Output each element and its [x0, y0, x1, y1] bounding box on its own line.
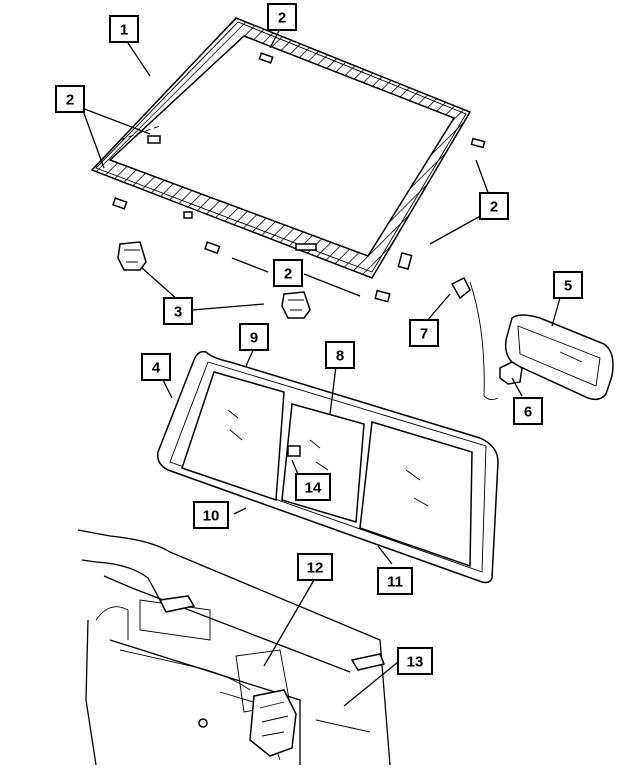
callout-c2d: 2: [273, 259, 303, 287]
callout-box: [409, 319, 439, 347]
callout-c9: 9: [239, 323, 269, 351]
callout-box: [163, 297, 193, 325]
callout-c3: 3: [163, 297, 193, 325]
callout-number: 11: [387, 574, 403, 591]
callout-c5: 5: [553, 271, 583, 299]
callout-number: 2: [284, 266, 292, 283]
mirror-bracket-right: [281, 291, 311, 319]
callout-box: [297, 553, 333, 581]
slider-latch: [287, 445, 301, 457]
callout-number: 10: [203, 508, 220, 525]
callout-number: 12: [307, 560, 324, 577]
callout-c13: 13: [397, 647, 433, 675]
mirror-sensor: [450, 276, 471, 300]
callout-number: 2: [278, 10, 286, 27]
callout-number: 2: [66, 92, 74, 109]
callout-c6: 6: [513, 397, 543, 425]
callout-box: [397, 647, 433, 675]
windshield-clips: [112, 52, 486, 303]
callout-number: 14: [305, 480, 322, 497]
windshield-glass: [90, 17, 472, 279]
callout-c4: 4: [141, 353, 171, 381]
cab-back-panel: [77, 529, 391, 766]
callout-box: [193, 501, 229, 529]
window-motor: [198, 689, 297, 757]
callout-number: 7: [420, 326, 428, 343]
callout-c10: 10: [193, 501, 229, 529]
callout-box: [295, 473, 331, 501]
back-window-slider-glass: [281, 403, 365, 523]
callout-number: 6: [524, 404, 532, 421]
callout-c14: 14: [295, 473, 331, 501]
mirror-bracket-left: [117, 241, 147, 271]
callout-box: [109, 15, 139, 43]
callout-c7: 7: [409, 319, 439, 347]
back-window-right-glass: [359, 421, 473, 568]
callout-box: [55, 85, 85, 113]
callout-c8: 8: [325, 341, 355, 369]
callout-number: 9: [250, 330, 258, 347]
callout-box: [479, 192, 509, 220]
callout-box: [141, 353, 171, 381]
callout-c12: 12: [297, 553, 333, 581]
callout-box: [239, 323, 269, 351]
callout-c1: 1: [109, 15, 139, 43]
callout-number: 8: [336, 348, 344, 365]
callout-number: 5: [564, 278, 572, 295]
callout-c2c: 2: [479, 192, 509, 220]
callout-box: [325, 341, 355, 369]
callout-number: 13: [407, 654, 424, 671]
rearview-mirror: [504, 314, 614, 401]
callout-box: [513, 397, 543, 425]
callout-box: [267, 3, 297, 31]
back-window-left-glass: [181, 371, 285, 502]
callout-number: 3: [174, 304, 182, 321]
mirror-mount: [469, 281, 523, 401]
callout-number: 1: [120, 22, 128, 39]
callout-c2b: 2: [55, 85, 85, 113]
callout-c2a: 2: [267, 3, 297, 31]
callout-number: 2: [490, 199, 498, 216]
callout-box: [553, 271, 583, 299]
callout-box: [377, 567, 413, 595]
callout-number: 4: [152, 360, 161, 377]
callout-c11: 11: [377, 567, 413, 595]
callout-box: [273, 259, 303, 287]
